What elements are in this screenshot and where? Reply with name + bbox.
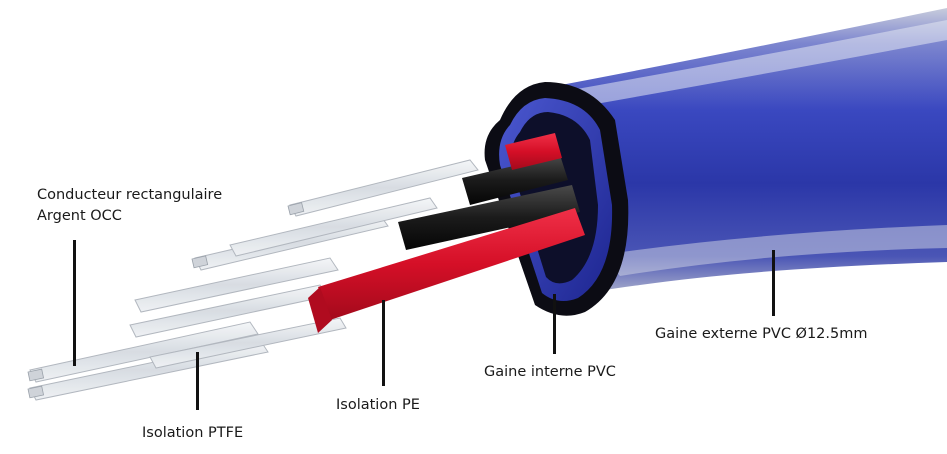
pe-red-conductors <box>308 133 585 333</box>
leader-conductor <box>73 240 76 366</box>
label-ptfe: Isolation PTFE <box>142 425 244 441</box>
leader-inner-jacket <box>553 294 556 354</box>
pe-black-conductors <box>398 155 580 250</box>
leader-pe <box>382 300 385 386</box>
label-conductor-line2: Argent OCC <box>37 208 122 224</box>
leader-ptfe <box>196 352 199 410</box>
label-inner-jacket: Gaine interne PVC <box>484 364 616 380</box>
label-outer-jacket: Gaine externe PVC Ø12.5mm <box>655 326 868 342</box>
leader-outer-jacket <box>772 250 775 316</box>
label-pe: Isolation PE <box>336 397 420 413</box>
outer-jacket-highlight <box>560 20 947 105</box>
label-conductor-line1: Conducteur rectangulaire <box>37 187 223 203</box>
ptfe-conductors <box>29 159 479 401</box>
silver-conductor-tips <box>27 202 305 399</box>
